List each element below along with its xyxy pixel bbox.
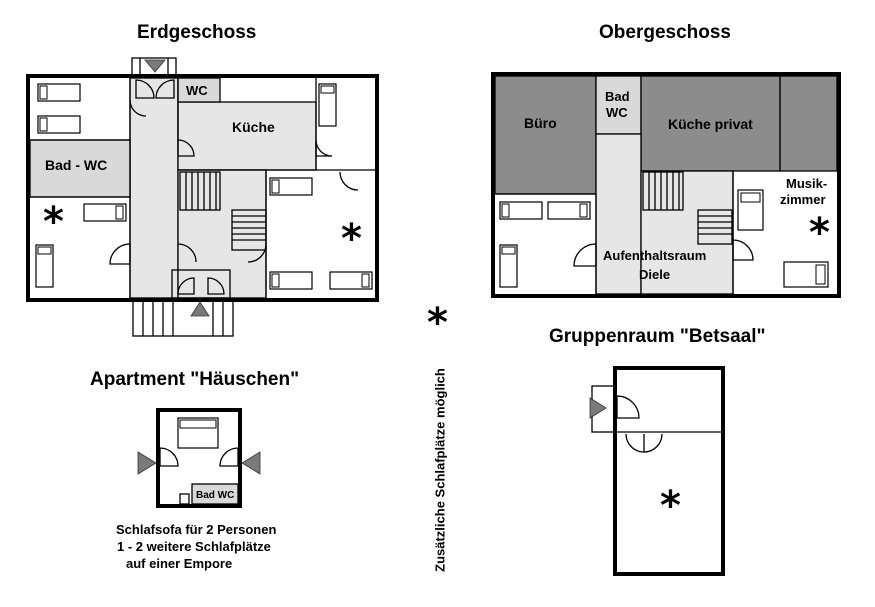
upper-bath-label-1: Bad [605,89,630,104]
group-room-title: Gruppenraum "Betsaal" [549,326,766,347]
ground-floor-title: Erdgeschoss [137,22,257,43]
door-icon [616,395,640,419]
extra-beds-note: Zusätzliche Schlafplätze möglich [432,368,448,572]
asterisk-group-room: * [660,483,681,529]
asterisk-ground-left: * [43,199,64,245]
apartment-note-3: auf einer Empore [126,556,233,571]
door-icon [732,239,754,261]
door-icon [177,139,195,157]
entrance-arrow-icon [241,451,261,475]
ground-floor-plan: WC Küche Bad - WC [26,57,379,337]
entrance-arrow-icon [190,301,210,317]
upper-hallway [595,133,642,295]
apartment-bath-room [191,483,239,505]
ground-top-entrance [131,57,177,99]
entrance-arrow-icon [144,59,166,73]
asterisk-upper-music: * [809,210,830,256]
upper-office-label: Büro [524,115,557,131]
door-icon [219,447,239,467]
apartment-bath-label: Bad WC [196,490,234,501]
asterisk-legend: * [427,300,448,346]
ground-beds [35,83,373,290]
upper-lounge-label-1: Aufenthaltsraum [603,248,706,263]
upper-outer-wall [491,72,841,298]
door-icon [159,447,179,467]
entrance-arrow-icon [137,451,157,475]
apartment-note-1: Schlafsofa für 2 Personen [116,522,277,537]
ground-hallway [129,77,179,299]
ground-stairs [179,171,267,251]
asterisk-ground-right: * [341,216,362,262]
ground-wc-room [177,77,221,103]
group-room-outer-wall [613,366,725,576]
upper-kitchen-label: Küche privat [668,116,753,132]
apartment-outer-wall [156,408,242,508]
door-icon [573,243,597,267]
ground-bath-label: Bad - WC [45,157,107,173]
upper-lounge-room [640,170,734,295]
upper-floor-title: Obergeschoss [599,22,731,43]
upper-office-room [494,75,597,195]
entrance-arrow-icon [589,397,607,419]
upper-lounge-label-2: Diele [639,267,670,282]
upper-bath-label-2: WC [606,105,628,120]
ground-kitchen-label: Küche [232,119,275,135]
upper-music-label-2: zimmer [780,192,826,207]
upper-floor-plan: Büro Bad WC Küche privat Musik- zimmer A… [491,72,841,298]
upper-stairs [642,171,733,245]
upper-extra-room [779,75,838,172]
door-icon [109,243,131,265]
door-icon [315,139,333,157]
group-room-plan [589,366,725,576]
upper-beds [499,189,829,288]
ground-kitchen-room [177,101,317,171]
apartment-note-2: 1 - 2 weitere Schlafplätze [117,539,271,554]
apartment-title: Apartment "Häuschen" [90,369,300,390]
apartment-plan: Bad WC [137,408,261,508]
upper-music-label-1: Musik- [786,176,827,191]
ground-wc-label: WC [186,83,208,98]
ground-bottom-entrance [132,269,234,337]
upper-bath-room [595,75,642,135]
